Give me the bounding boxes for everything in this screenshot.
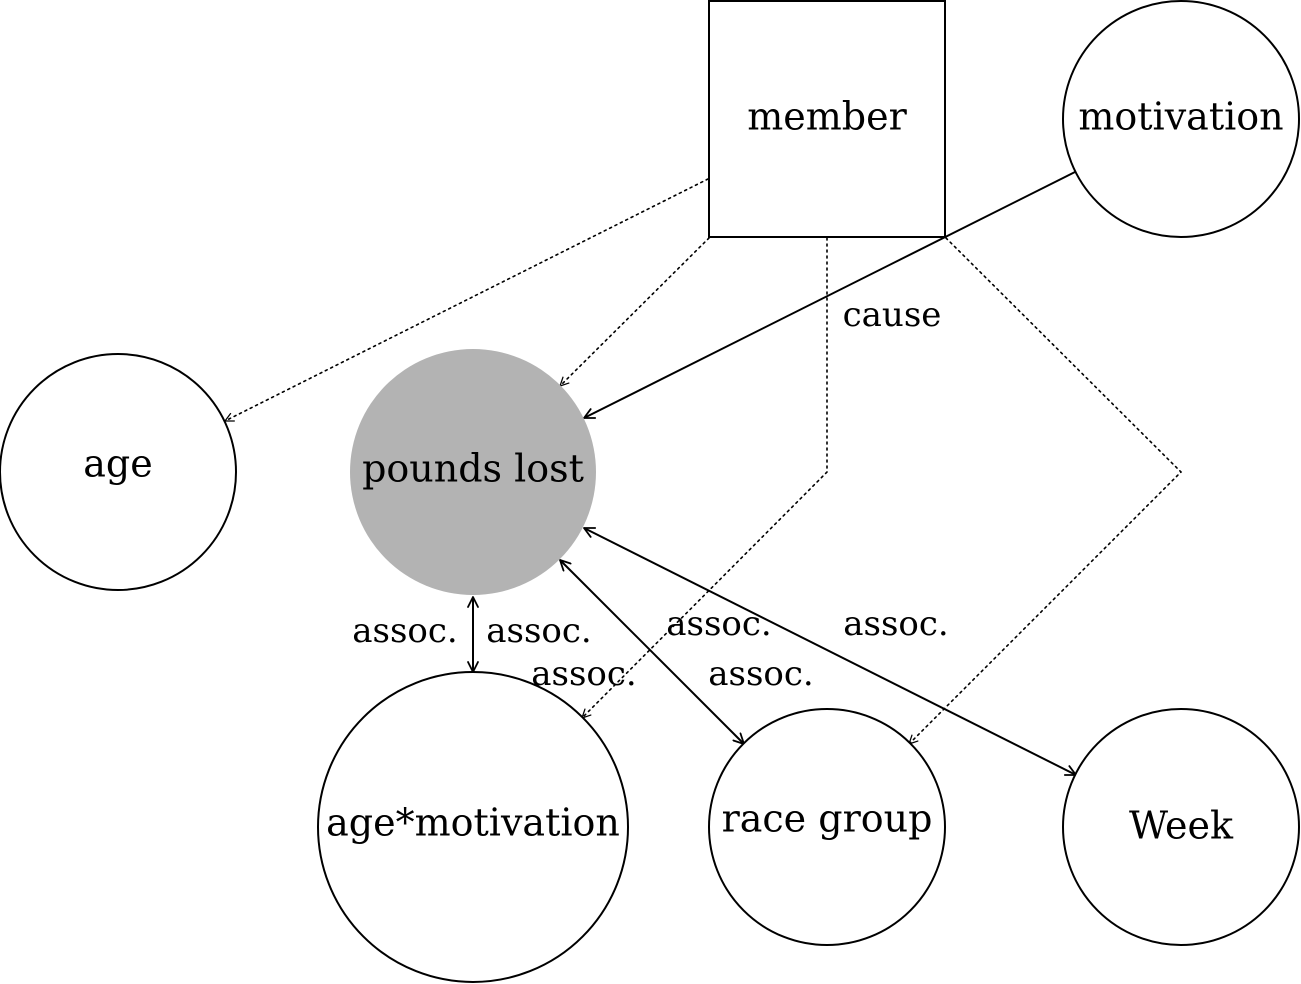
- node-age-motivation: age*motivation: [317, 671, 629, 983]
- edge-pounds-lost-race-group: [559, 559, 745, 745]
- edge-member-race-group: [908, 237, 1183, 745]
- node-week-label: Week: [1129, 804, 1234, 848]
- edge-label-assoc-race-lower: assoc.: [708, 654, 814, 694]
- edge-label-assoc-left: assoc.: [352, 611, 458, 651]
- node-age-label: age: [83, 442, 152, 486]
- node-motivation-circle: [1062, 0, 1300, 238]
- edge-label-cause: cause: [843, 295, 942, 335]
- node-race-group-label: race group: [722, 797, 933, 841]
- node-week: Week: [1062, 708, 1300, 946]
- node-pounds-lost: pounds lost: [350, 349, 596, 595]
- node-member-box: [708, 0, 946, 238]
- node-motivation: motivation: [1062, 0, 1300, 238]
- edge-member-pounds-lost: [559, 237, 710, 387]
- node-age-circle: [0, 353, 237, 591]
- edge-member-age-motivation: [581, 237, 828, 719]
- node-age-motivation-circle: [317, 671, 629, 983]
- node-race-group: race group: [708, 708, 946, 946]
- node-age: age: [0, 353, 237, 591]
- node-week-circle: [1062, 708, 1300, 946]
- node-pounds-lost-circle: [350, 349, 596, 595]
- node-race-group-circle: [708, 708, 946, 946]
- node-motivation-label: motivation: [1078, 95, 1283, 139]
- node-member: member: [708, 0, 946, 238]
- edge-label-assoc-lower: assoc.: [531, 654, 637, 694]
- edge-label-assoc-right: assoc.: [486, 611, 592, 651]
- edge-member-age: [224, 178, 709, 422]
- node-pounds-lost-label: pounds lost: [362, 447, 584, 491]
- edge-motivation-pounds-lost: [583, 171, 1076, 419]
- edge-label-assoc-week: assoc.: [843, 604, 949, 644]
- node-member-label: member: [747, 95, 907, 139]
- node-age-motivation-label: age*motivation: [326, 801, 620, 845]
- edge-pounds-lost-week: [583, 527, 1077, 776]
- edge-label-assoc-race-upper: assoc.: [666, 604, 772, 644]
